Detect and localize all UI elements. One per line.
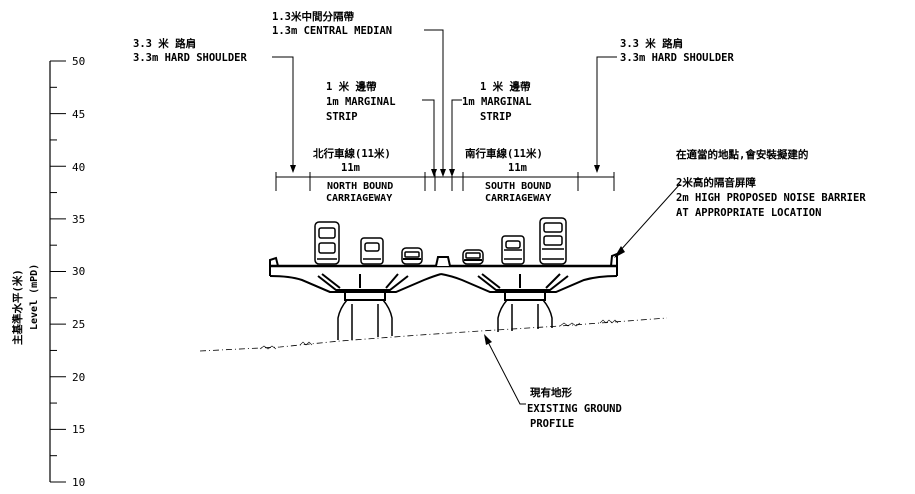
truck-icon — [360, 237, 384, 265]
vehicles — [314, 217, 567, 265]
barrier-label-en1: 2m HIGH PROPOSED NOISE BARRIER — [676, 192, 866, 204]
truck-icon — [501, 235, 525, 265]
barrier-label-zh1: 在適當的地點,會安裝擬建的 — [676, 148, 808, 161]
axis-label-zh: 主基準水平(米) — [11, 269, 24, 345]
ground-label-en2: PROFILE — [530, 418, 574, 430]
ground-leader — [486, 339, 526, 405]
barrier-label-zh2: 2米高的隔音屏障 — [676, 176, 756, 189]
north-label-en2: CARRIAGEWAY — [326, 193, 392, 204]
left-shoulder-label-en: 3.3m HARD SHOULDER — [133, 52, 247, 64]
noise-barrier-label: 在適當的地點,會安裝擬建的 2米高的隔音屏障 2m HIGH PROPOSED … — [614, 148, 866, 258]
south-dim: 11m — [508, 162, 527, 174]
median-label-en: 1.3m CENTRAL MEDIAN — [272, 25, 392, 37]
tick-label: 45 — [72, 108, 85, 121]
car-icon — [462, 249, 484, 265]
double-deck-bus-icon — [314, 221, 340, 265]
right-strip-label-en1: 1m MARGINAL — [462, 96, 532, 108]
left-strip-label-en1: 1m MARGINAL — [326, 96, 396, 108]
arrow-head — [431, 169, 437, 177]
double-deck-bus-icon — [539, 217, 567, 265]
right-shoulder-label-zh: 3.3 米 路肩 — [620, 37, 683, 50]
tick-label: 40 — [72, 161, 85, 174]
arrow-head — [484, 334, 492, 345]
tick-label: 50 — [72, 55, 85, 68]
left-strip-leader — [422, 99, 435, 176]
median-leader — [424, 29, 444, 176]
right-strip-leader — [451, 99, 462, 176]
existing-ground-profile — [199, 317, 668, 405]
north-dim: 11m — [341, 162, 360, 174]
left-shoulder-label-zh: 3.3 米 路肩 — [133, 37, 196, 50]
south-label-en1: SOUTH BOUND — [485, 181, 551, 192]
bridge-deck — [269, 252, 618, 301]
tick-label: 15 — [72, 423, 85, 436]
left-strip-label-zh: 1 米 邊帶 — [326, 80, 377, 93]
ground-label-en1: EXISTING GROUND — [527, 403, 622, 415]
tick-label: 30 — [72, 265, 85, 278]
barrier-label-en2: AT APPROPRIATE LOCATION — [676, 207, 821, 219]
arrow-head — [290, 165, 296, 173]
ground-label-zh: 現有地形 — [530, 386, 572, 399]
tick-label: 10 — [72, 476, 85, 489]
tick-label: 35 — [72, 213, 85, 226]
north-label-en1: NORTH BOUND — [327, 181, 393, 192]
barrier-leader — [618, 183, 681, 253]
left-shoulder-leader — [272, 56, 294, 172]
level-axis: 50 45 40 35 30 25 20 15 10 主基準水平(米) Leve… — [11, 55, 85, 489]
arrow-head — [594, 165, 600, 173]
tick-marks — [50, 60, 66, 483]
tick-label: 20 — [72, 371, 85, 384]
top-labels: 3.3 米 路肩 3.3m HARD SHOULDER 1.3米中間分隔帶 1.… — [133, 10, 734, 177]
axis-label-en: Level (mPD) — [29, 264, 40, 330]
north-label-zh: 北行車線(11米) — [313, 147, 391, 160]
left-strip-label-en2: STRIP — [326, 111, 358, 123]
car-icon — [401, 247, 423, 265]
south-label-zh: 南行車線(11米) — [465, 147, 543, 160]
dimension-line — [275, 172, 615, 191]
median-label-zh: 1.3米中間分隔帶 — [272, 10, 354, 23]
south-label-en2: CARRIAGEWAY — [485, 193, 551, 204]
right-shoulder-leader — [596, 56, 617, 172]
right-shoulder-label-en: 3.3m HARD SHOULDER — [620, 52, 734, 64]
arrow-head — [440, 169, 446, 177]
tick-label: 25 — [72, 318, 85, 331]
piers — [337, 299, 553, 340]
right-strip-label-en2: STRIP — [480, 111, 512, 123]
right-strip-label-zh: 1 米 邊帶 — [480, 80, 531, 93]
